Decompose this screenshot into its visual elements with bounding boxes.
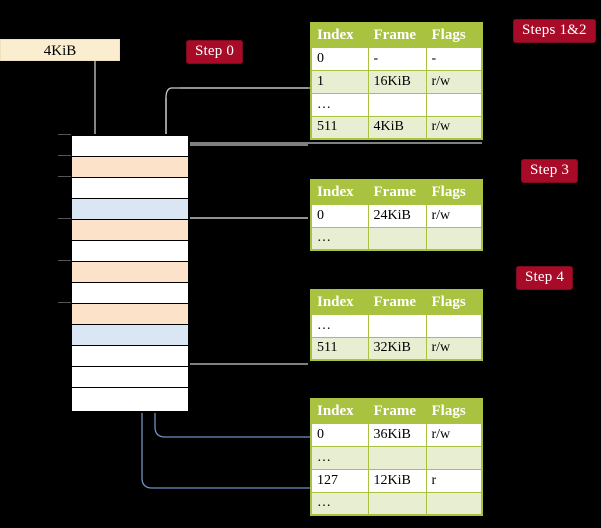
cell-flags: r/w: [425, 336, 483, 361]
column-header-flags: Flags: [425, 179, 483, 205]
cell-frame: 4KiB: [367, 115, 427, 140]
page-table-level-2: Index Frame Flags … 511 32KiB r/w: [310, 289, 483, 361]
column-header-frame: Frame: [367, 398, 427, 424]
step-badge-step-0: Step 0: [186, 40, 244, 64]
cell-flags: r/w: [425, 69, 483, 94]
table-row[interactable]: 0 24KiB r/w: [310, 203, 483, 228]
cell-frame: 16KiB: [367, 69, 427, 94]
table-row[interactable]: …: [310, 445, 483, 470]
column-header-frame: Frame: [367, 22, 427, 48]
cell-index: 0: [310, 422, 369, 447]
step-badge-step-4: Step 4: [516, 266, 574, 290]
table-header-row: Index Frame Flags: [310, 179, 483, 205]
memory-frame-row: [72, 304, 188, 325]
cell-index: 511: [310, 115, 369, 140]
cell-index: 1: [310, 69, 369, 94]
cell-index: 0: [310, 46, 369, 71]
physical-memory-block: [70, 134, 190, 413]
memory-tick-mark: [58, 260, 71, 261]
column-header-index: Index: [310, 179, 369, 205]
memory-frame-row: [72, 241, 188, 262]
page-table-level-1: Index Frame Flags 0 24KiB r/w …: [310, 179, 483, 251]
cell-flags: r/w: [425, 115, 483, 140]
memory-tick-mark: [58, 176, 71, 177]
memory-frame-row: [72, 388, 188, 409]
cell-index: …: [310, 313, 369, 338]
memory-frame-row: [72, 325, 188, 346]
table-header-row: Index Frame Flags: [310, 22, 483, 48]
column-header-frame: Frame: [367, 179, 427, 205]
page-table-level-0: Index Frame Flags 0 - - 1 16KiB r/w … 51…: [310, 22, 483, 140]
cell-index: …: [310, 491, 369, 516]
cell-frame: -: [367, 46, 427, 71]
table-row[interactable]: 511 32KiB r/w: [310, 336, 483, 361]
table-row[interactable]: …: [310, 491, 483, 516]
cell-index: 511: [310, 336, 369, 361]
cell-frame: [367, 226, 427, 251]
cell-frame: 32KiB: [367, 336, 427, 361]
cell-flags: [425, 445, 483, 470]
table-row[interactable]: …: [310, 313, 483, 338]
cell-index: 127: [310, 468, 369, 493]
cell-flags: r/w: [425, 203, 483, 228]
memory-frame-row: [72, 199, 188, 220]
memory-frame-row: [72, 157, 188, 178]
column-header-flags: Flags: [425, 289, 483, 315]
cell-index: 0: [310, 203, 369, 228]
column-header-index: Index: [310, 289, 369, 315]
memory-tick-mark: [58, 218, 71, 219]
memory-frame-row: [72, 283, 188, 304]
cell-frame: [367, 313, 427, 338]
table-row[interactable]: …: [310, 92, 483, 117]
table-row[interactable]: 0 36KiB r/w: [310, 422, 483, 447]
cell-index: …: [310, 445, 369, 470]
table-header-row: Index Frame Flags: [310, 398, 483, 424]
column-header-flags: Flags: [425, 22, 483, 48]
cell-frame: [367, 92, 427, 117]
table-row[interactable]: 1 16KiB r/w: [310, 69, 483, 94]
cell-frame: 24KiB: [367, 203, 427, 228]
cell-index: …: [310, 92, 369, 117]
table-row-highlighted[interactable]: 511 4KiB r/w: [310, 115, 483, 140]
memory-frame-row: [72, 220, 188, 241]
cell-flags: r: [425, 468, 483, 493]
column-header-index: Index: [310, 22, 369, 48]
cell-frame: [367, 445, 427, 470]
cell-flags: [425, 92, 483, 117]
cell-frame: 12KiB: [367, 468, 427, 493]
table-row[interactable]: 127 12KiB r: [310, 468, 483, 493]
page-size-label: 4KiB: [0, 39, 120, 61]
cell-frame: [367, 491, 427, 516]
cell-flags: [425, 313, 483, 338]
cell-flags: -: [425, 46, 483, 71]
step-badge-step-3: Step 3: [521, 159, 579, 183]
table-row[interactable]: 0 - -: [310, 46, 483, 71]
memory-frame-row: [72, 136, 188, 157]
memory-frame-row: [72, 262, 188, 283]
step-badge-steps-1-2: Steps 1&2: [513, 19, 596, 43]
memory-tick-mark: [58, 155, 71, 156]
cell-flags: [425, 226, 483, 251]
cell-flags: r/w: [425, 422, 483, 447]
memory-tick-mark: [58, 134, 71, 135]
memory-frame-row: [72, 346, 188, 367]
table-row[interactable]: …: [310, 226, 483, 251]
memory-frame-row: [72, 367, 188, 388]
cell-flags: [425, 491, 483, 516]
page-table-level-3: Index Frame Flags 0 36KiB r/w … 127 12Ki…: [310, 398, 483, 516]
cell-frame: 36KiB: [367, 422, 427, 447]
column-header-index: Index: [310, 398, 369, 424]
cell-index: …: [310, 226, 369, 251]
column-header-frame: Frame: [367, 289, 427, 315]
memory-tick-mark: [58, 302, 71, 303]
memory-frame-row: [72, 178, 188, 199]
column-header-flags: Flags: [425, 398, 483, 424]
table-header-row: Index Frame Flags: [310, 289, 483, 315]
